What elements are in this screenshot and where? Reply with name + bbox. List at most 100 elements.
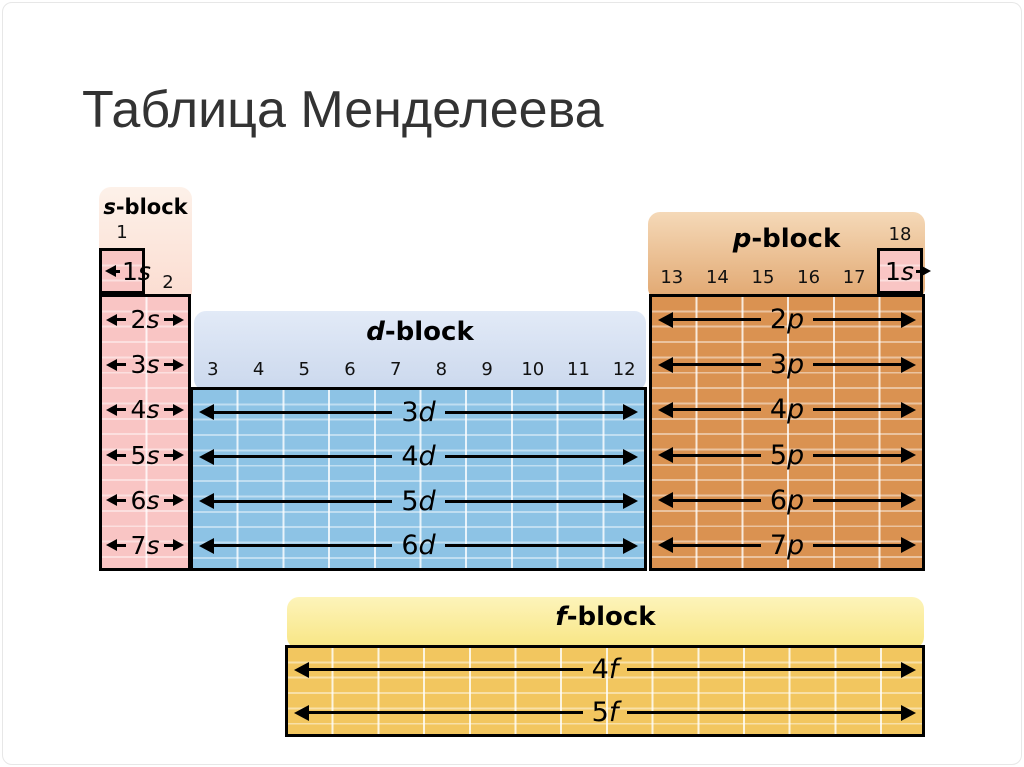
- arrow-shaft: [214, 544, 393, 548]
- arrow-shaft: [164, 453, 173, 457]
- arrow-shaft: [116, 269, 120, 273]
- arrow-left-head: [199, 493, 214, 510]
- arrow-right-head: [919, 265, 931, 277]
- arrow-shaft: [117, 453, 126, 457]
- orbital-label: 5s: [130, 440, 160, 470]
- s-block-1s-cell: 1s: [99, 248, 151, 294]
- p-block-label: p-block: [732, 224, 841, 254]
- arrow-right-head: [173, 313, 184, 326]
- orbital-label: 4s: [130, 395, 160, 425]
- arrow-shaft: [673, 363, 761, 367]
- arrow-right-head: [623, 404, 639, 421]
- arrow-shaft: [813, 363, 902, 367]
- arrow-left-head: [106, 449, 117, 462]
- arrow-shaft: [164, 363, 173, 367]
- orbital-row-3p: 3p: [652, 342, 922, 387]
- orbital-row-2s: 2s: [102, 297, 188, 342]
- group-number-1: 1: [116, 222, 128, 243]
- group-number-3: 3: [207, 359, 219, 380]
- group-number-15: 15: [751, 267, 775, 288]
- orbital-label: 4p: [769, 394, 805, 426]
- orbital-label: 5d: [401, 485, 436, 517]
- orbital-row-5s: 5s: [102, 433, 188, 478]
- arrow-right-head: [901, 447, 917, 464]
- orbital-row-6d: 6d: [193, 524, 644, 569]
- arrow-shaft: [627, 668, 902, 671]
- arrow-shaft: [309, 711, 583, 714]
- group-number-6: 6: [344, 359, 356, 380]
- arrow-left-head: [106, 313, 117, 326]
- arrow-shaft: [444, 499, 624, 503]
- orbital-label: 3s: [130, 350, 160, 380]
- arrow-right-head: [173, 539, 184, 552]
- arrow-shaft: [117, 408, 126, 412]
- arrow-shaft: [673, 453, 761, 457]
- orbital-label: 4f: [591, 654, 619, 685]
- orbital-row-2p: 2p: [652, 297, 922, 342]
- arrow-left-head: [105, 265, 116, 277]
- arrow-shaft: [673, 318, 761, 322]
- orbital-label: 6d: [401, 530, 436, 562]
- p-block-1s-cell: 1s: [877, 248, 931, 294]
- orbital-row-7s: 7s: [102, 523, 188, 568]
- orbital-label: 2s: [130, 305, 160, 335]
- arrow-right-head: [901, 661, 917, 678]
- arrow-shaft: [214, 455, 393, 459]
- arrow-right-head: [173, 449, 184, 462]
- arrow-left-head: [106, 403, 117, 416]
- group-number-2: 2: [162, 272, 174, 293]
- orbital-label: 1s: [122, 256, 151, 286]
- arrow-shaft: [444, 455, 624, 459]
- group-number-8: 8: [435, 359, 448, 380]
- arrow-left-head: [658, 356, 673, 373]
- group-number-10: 10: [521, 359, 545, 380]
- arrow-right-head: [623, 537, 639, 554]
- arrow-left-head: [199, 404, 214, 421]
- group-number-17: 17: [842, 267, 866, 288]
- group-number-4: 4: [252, 359, 265, 380]
- arrow-left-head: [658, 537, 673, 554]
- arrow-shaft: [627, 711, 902, 714]
- arrow-shaft: [673, 498, 761, 502]
- orbital-label: 2p: [769, 304, 805, 336]
- orbital-label: 3p: [769, 349, 805, 381]
- arrow-shaft: [915, 269, 920, 273]
- orbital-row-1s: 1s: [880, 251, 931, 291]
- orbital-label: 7s: [130, 530, 160, 560]
- group-number-7: 7: [389, 359, 402, 380]
- arrow-right-head: [901, 492, 917, 509]
- arrow-left-head: [658, 401, 673, 418]
- orbital-label: 5f: [591, 697, 619, 728]
- group-number-5: 5: [298, 359, 310, 380]
- arrow-right-head: [173, 494, 184, 507]
- arrow-shaft: [117, 318, 126, 322]
- arrow-right-head: [173, 358, 184, 371]
- arrow-shaft: [214, 410, 393, 414]
- orbital-row-4f: 4f: [288, 648, 922, 691]
- arrow-right-head: [901, 311, 917, 328]
- arrow-shaft: [444, 410, 624, 414]
- arrow-shaft: [813, 408, 902, 412]
- arrow-shaft: [117, 498, 126, 502]
- arrow-shaft: [673, 408, 761, 412]
- group-number-9: 9: [481, 359, 493, 380]
- arrow-right-head: [901, 537, 917, 554]
- arrow-shaft: [164, 543, 173, 547]
- arrow-shaft: [164, 498, 173, 502]
- arrow-left-head: [658, 447, 673, 464]
- orbital-row-6p: 6p: [652, 478, 922, 523]
- group-number-16: 16: [797, 267, 821, 288]
- arrow-left-head: [106, 358, 117, 371]
- arrow-shaft: [813, 498, 902, 502]
- orbital-label: 5p: [769, 439, 805, 471]
- arrow-left-head: [199, 537, 214, 554]
- arrow-shaft: [444, 544, 624, 548]
- arrow-left-head: [106, 539, 117, 552]
- page-title: Таблица Менделеева: [82, 81, 604, 139]
- arrow-left-head: [658, 492, 673, 509]
